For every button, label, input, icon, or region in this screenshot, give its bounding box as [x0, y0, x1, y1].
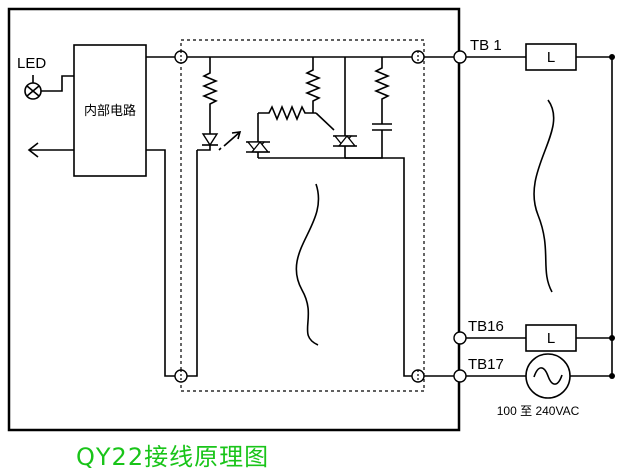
- resistor-3: [304, 57, 322, 113]
- bottom-rail-left: [187, 150, 198, 377]
- load-16-label: L: [547, 330, 555, 347]
- gate-wire: [315, 112, 335, 131]
- tb16-label: TB16: [468, 318, 504, 335]
- led-wire: [41, 75, 74, 92]
- opto-led-icon: [197, 130, 219, 151]
- load-1: [525, 43, 577, 71]
- right-inner-wire: [345, 157, 412, 377]
- continuation-squiggle-inner: [295, 183, 320, 346]
- terminal-tb16: [453, 331, 467, 345]
- led-icon: [24, 82, 42, 100]
- sine-wave-icon: [525, 353, 571, 399]
- resistor-2: [258, 104, 316, 122]
- capacitor-icon: [372, 123, 392, 131]
- junction-dot: [609, 373, 615, 379]
- light-arrow-icon: [218, 131, 242, 151]
- output-circuit-boundary: [180, 39, 425, 392]
- load-16: [525, 324, 577, 352]
- resistor-4: [373, 57, 391, 124]
- junction-dot: [609, 54, 615, 60]
- load-1-label: L: [547, 49, 555, 66]
- led-label: LED: [17, 55, 46, 72]
- triac-bottom-wire: [258, 146, 346, 159]
- wire-bottom-internal: [146, 149, 181, 377]
- terminal-tb1: [453, 50, 467, 64]
- terminal-tb17: [453, 369, 467, 383]
- diagram-title: QY22接线原理图: [76, 443, 269, 471]
- terminal-right-top: [411, 50, 425, 64]
- opto-triac-icon: [246, 113, 270, 158]
- module-outline: [7, 7, 461, 432]
- voltage-label: 100 至 240VAC: [497, 404, 580, 418]
- tb1-label: TB 1: [470, 37, 502, 54]
- output-arrow-icon: [27, 142, 74, 158]
- internal-circuit-block: [73, 44, 147, 177]
- terminal-right-bottom: [411, 369, 425, 383]
- internal-circuit-label: 内部电路: [84, 103, 136, 119]
- continuation-squiggle-outer: [533, 99, 555, 293]
- terminal-left-bottom: [174, 369, 188, 383]
- tb17-label: TB17: [468, 356, 504, 373]
- terminal-left-top: [174, 50, 188, 64]
- junction-dot: [609, 335, 615, 341]
- resistor-1: [201, 57, 219, 130]
- main-triac-icon: [333, 57, 357, 148]
